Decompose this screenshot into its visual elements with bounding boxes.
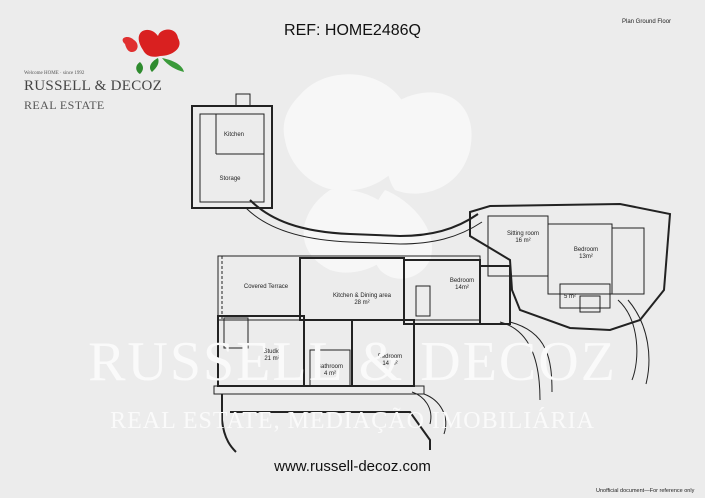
room-label-kitchen-dining: Kitchen & Dining area — [332, 293, 392, 299]
room-label-bedroom-right: Bedroom — [573, 247, 599, 253]
room-label-storage: Storage — [219, 176, 241, 182]
room-area-sitting-room: 16 m² — [515, 238, 531, 244]
room-area-bedroom-mid: 14m² — [455, 285, 469, 291]
logo-petal — [122, 37, 138, 52]
room-area-bedroom-right: 13m² — [579, 254, 593, 260]
logo-petal — [138, 29, 180, 57]
brand-name: RUSSELL & DECOZ — [24, 78, 163, 94]
logo-leaf — [162, 58, 184, 72]
room-label-kitchen: Kitchen — [223, 132, 244, 138]
room-label-covered-terrace: Covered Terrace — [243, 284, 289, 290]
watermark-brand: RUSSELL & DECOZ — [88, 331, 617, 393]
reference-code: REF: HOME2486Q — [284, 22, 421, 39]
room-area-bathroom: 4 m² — [324, 371, 336, 377]
room-label-bedroom-bottom: Bedroom — [377, 354, 403, 360]
logo-leaf — [150, 58, 159, 72]
brand-tagline: REAL ESTATE — [24, 98, 105, 112]
watermark-tagline: REAL ESTATE, MEDIAÇÃO IMOBILIÁRIA — [110, 408, 595, 434]
room-label-bedroom-mid: Bedroom — [449, 278, 475, 284]
room-label-studio: Studio — [263, 349, 281, 355]
logo-leaf — [136, 62, 143, 74]
room-label-sitting-room: Sitting room — [506, 231, 539, 237]
website-url: www.russell-decoz.com — [274, 458, 431, 475]
plan-title: Plan Ground Floor — [622, 19, 672, 25]
brand-welcome: Welcome HOME · since 1992 — [24, 71, 85, 76]
room-label-bathroom: Bathroom — [316, 364, 343, 370]
room-area-bedroom-bottom: 14 m² — [382, 361, 398, 367]
disclaimer-text: Unofficial document—For reference only — [596, 488, 695, 494]
room-area-studio: 21 m² — [264, 356, 280, 362]
room-area-bath-right: 5 m² — [564, 294, 576, 300]
room-area-kitchen-dining: 28 m² — [354, 300, 370, 306]
